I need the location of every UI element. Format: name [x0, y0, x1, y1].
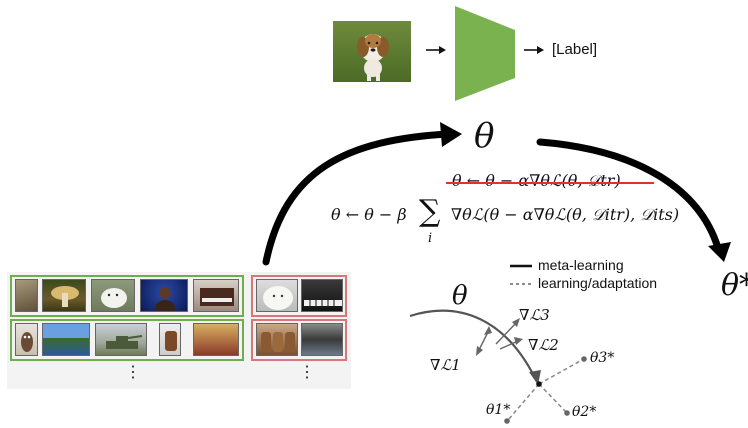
thumb-carousel — [193, 323, 239, 356]
input-dog-image — [333, 21, 411, 82]
thumb-grand-piano — [301, 279, 343, 312]
train-panel-row2 — [10, 319, 244, 361]
grad-label-3: ∇ℒ3 — [519, 306, 550, 324]
output-label-text: [Label] — [552, 41, 598, 58]
thumb-bird — [15, 279, 38, 312]
optimum-label-3: θ3* — [590, 350, 615, 366]
thumb-sheepdog — [256, 279, 298, 312]
optimum-label-2: θ2* — [572, 404, 597, 420]
grad-label-1: ∇ℒ1 — [430, 356, 461, 374]
thumb-barrel — [159, 323, 181, 356]
thumb-mushroom — [42, 279, 86, 312]
thumb-white-dog — [91, 279, 135, 312]
thumb-owl — [15, 323, 38, 356]
thumb-barrels — [256, 323, 298, 356]
thumb-piano — [193, 279, 239, 312]
legend-adapt-label: learning/adaptation — [538, 275, 658, 291]
theta-small-label: θ — [452, 281, 468, 311]
test-panel-row1 — [251, 275, 347, 317]
legend-meta-line — [510, 264, 532, 268]
arrow-to-label — [524, 46, 544, 54]
thumb-cliff — [42, 323, 90, 356]
theta-label: θ — [474, 116, 495, 156]
test-panel-row2 — [251, 319, 347, 361]
meta-equation-right: ∇θℒ(θ − α∇θℒ(θ, 𝒟itr), 𝒟its) — [451, 205, 680, 224]
standard-update-equation: θ ← θ − α∇θℒ(θ, 𝒟tr) — [452, 171, 621, 190]
grad-label-2: ∇ℒ2 — [528, 336, 559, 354]
neural-network-shape — [455, 6, 515, 101]
thumb-singer — [140, 279, 188, 312]
meta-equation-left: θ ← θ − β — [331, 205, 407, 224]
sum-symbol: ∑ — [419, 194, 441, 229]
optimum-label-1: θ1* — [486, 402, 511, 418]
strikethrough-line — [446, 182, 654, 184]
legend-adapt-line — [510, 283, 532, 285]
legend-meta-label: meta-learning — [538, 257, 624, 273]
arrow-to-network — [426, 46, 446, 54]
thumb-tank — [95, 323, 147, 356]
train-panel-row1 — [10, 275, 244, 317]
thumb-coast-cliffs — [301, 323, 343, 356]
sum-index: i — [428, 231, 433, 246]
theta-star-label: θ* — [721, 268, 748, 303]
